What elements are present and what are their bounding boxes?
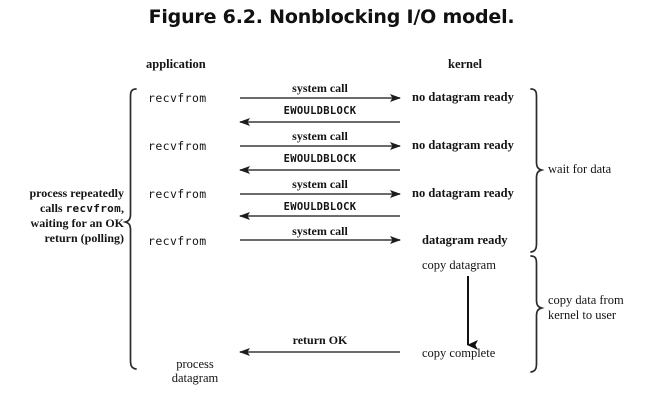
brace-left-process: [122, 88, 137, 370]
arrow-label-system-call-1: system call: [292, 81, 348, 95]
arrow-label-return-ok: return OK: [292, 333, 348, 347]
process-note-line-2-suffix: ,: [121, 201, 124, 215]
process-note-line-2: calls recvfrom,: [6, 201, 124, 216]
application-call-label-4: recvfrom: [148, 234, 207, 248]
copy-datagram-label: copy datagram: [422, 258, 496, 272]
figure-title: Figure 6.2. Nonblocking I/O model.: [148, 6, 515, 28]
brace-label-wait-for-data: wait for data: [548, 162, 612, 176]
copy-complete-label: copy complete: [422, 346, 496, 360]
application-call-label-2: recvfrom: [148, 139, 207, 153]
process-note-line-4: return (polling): [44, 231, 124, 245]
process-note-line-2-prefix: calls: [39, 201, 66, 215]
kernel-state-label-2: no datagram ready: [412, 138, 514, 152]
kernel-state-label-4: datagram ready: [422, 233, 508, 247]
brace-right-wait-for-data: [530, 88, 545, 253]
application-call-label-1: recvfrom: [148, 91, 207, 105]
arrow-label-ewouldblock-1: EWOULDBLOCK: [283, 105, 357, 117]
process-note-line-3: waiting for an OK: [30, 216, 124, 230]
process-note-recvfrom-code: recvfrom: [65, 202, 121, 215]
application-call-label-3: recvfrom: [148, 187, 207, 201]
brace-label-copy-data-line-2: kernel to user: [548, 308, 617, 322]
brace-label-copy-data-line-1: copy data from: [548, 293, 624, 307]
arrow-label-system-call-2: system call: [292, 129, 348, 143]
column-header-application: application: [146, 57, 206, 71]
column-header-kernel: kernel: [448, 57, 483, 71]
process-datagram-line-1: process: [176, 357, 214, 371]
kernel-state-label-1: no datagram ready: [412, 90, 514, 104]
process-note-line-1: process repeatedly: [29, 186, 124, 200]
arrow-label-ewouldblock-2: EWOULDBLOCK: [283, 153, 357, 165]
process-datagram-result: process datagram: [160, 357, 230, 385]
arrow-label-system-call-4: system call: [292, 224, 348, 238]
arrow-label-system-call-3: system call: [292, 177, 348, 191]
process-datagram-line-2: datagram: [171, 371, 219, 385]
kernel-state-label-3: no datagram ready: [412, 186, 514, 200]
process-polling-note: process repeatedly calls recvfrom, waiti…: [6, 186, 124, 246]
brace-right-copy-data: [530, 255, 545, 373]
brace-label-copy-data: copy data from kernel to user: [548, 293, 624, 323]
arrow-label-ewouldblock-3: EWOULDBLOCK: [283, 201, 357, 213]
